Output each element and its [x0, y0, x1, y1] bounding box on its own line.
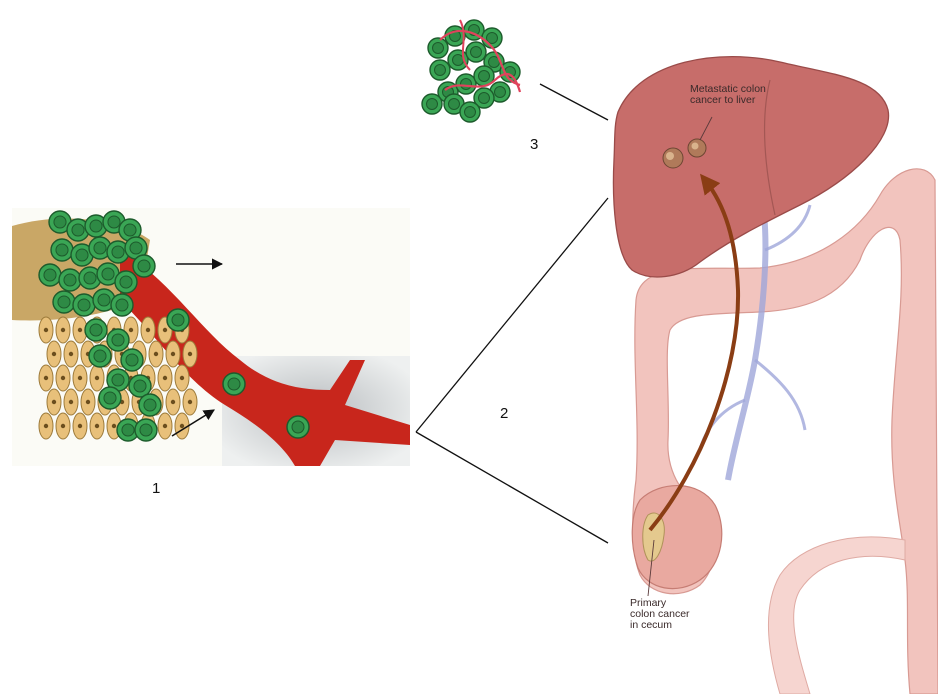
epithelial-cell — [90, 365, 104, 391]
panel-colonization — [422, 20, 520, 122]
tumor-cell — [445, 26, 465, 46]
step-label-2: 2 — [500, 405, 508, 422]
tumor-cell — [460, 102, 480, 122]
epithelial-cell — [47, 389, 61, 415]
tumor-cell — [59, 269, 81, 291]
epithelial-cell — [64, 341, 78, 367]
step-label-1: 1 — [152, 480, 160, 497]
tumor-cell — [133, 255, 155, 277]
epithelial-cell — [90, 413, 104, 439]
connector-line — [540, 84, 608, 120]
tumor-cell — [99, 387, 121, 409]
tumor-cell — [456, 74, 476, 94]
tumor-cell — [139, 394, 161, 416]
epithelial-cell — [56, 413, 70, 439]
tumor-cell — [223, 373, 245, 395]
connector-line — [416, 432, 608, 543]
tumor-cell — [466, 42, 486, 62]
epithelial-cell — [81, 389, 95, 415]
liver-annotation: Metastatic colon cancer to liver — [690, 84, 766, 106]
tumor-cell — [85, 319, 107, 341]
tumor-cell — [73, 294, 95, 316]
epithelial-cell — [183, 389, 197, 415]
tumor-cell — [51, 239, 73, 261]
tumor-cell — [135, 419, 157, 441]
epithelial-cell — [56, 317, 70, 343]
tumor-cell — [287, 416, 309, 438]
tumor-cell — [430, 60, 450, 80]
cecum-annotation: Primary colon cancer in cecum — [630, 598, 690, 631]
epithelial-cell — [73, 365, 87, 391]
tumor-cell — [482, 28, 502, 48]
tumor-cell — [53, 291, 75, 313]
connector-line — [416, 198, 608, 432]
tumor-cell — [89, 345, 111, 367]
epithelial-cell — [183, 341, 197, 367]
epithelial-cell — [39, 365, 53, 391]
tumor-cell — [111, 294, 133, 316]
step-label-3: 3 — [530, 136, 538, 153]
epithelial-cell — [175, 365, 189, 391]
connector-lines — [416, 84, 608, 543]
epithelial-cell — [39, 413, 53, 439]
epithelial-cell — [166, 341, 180, 367]
epithelial-cell — [47, 341, 61, 367]
epithelial-cell — [158, 413, 172, 439]
epithelial-cell — [64, 389, 78, 415]
panel-intravasation — [12, 208, 410, 466]
vein-branch — [755, 360, 805, 430]
tumor-cell — [422, 94, 442, 114]
tumor-cell — [121, 349, 143, 371]
epithelial-cell — [149, 341, 163, 367]
tumor-cell — [167, 309, 189, 331]
tumor-cell — [448, 50, 468, 70]
epithelial-cell — [39, 317, 53, 343]
epithelial-cell — [73, 413, 87, 439]
tumor-cell — [39, 264, 61, 286]
epithelial-cell — [166, 389, 180, 415]
epithelial-cell — [141, 317, 155, 343]
colon-sigmoid — [768, 537, 905, 694]
tumor-cell — [115, 271, 137, 293]
epithelial-cell — [56, 365, 70, 391]
tumor-cell — [107, 329, 129, 351]
tumor-cell — [428, 38, 448, 58]
epithelial-cell — [158, 365, 172, 391]
